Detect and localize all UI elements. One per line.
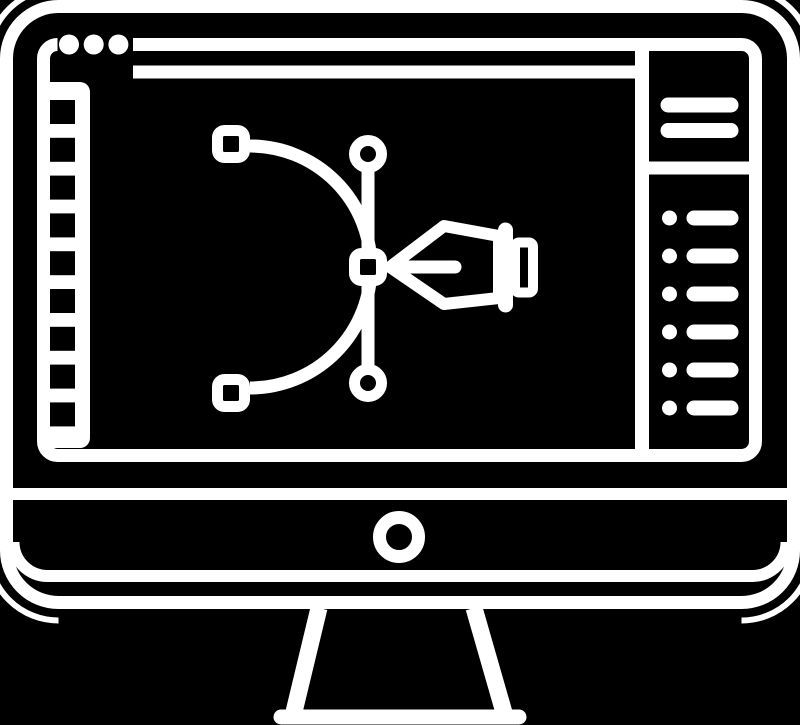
panel-menu-lines [660,97,739,138]
toolbar-slots [50,100,75,427]
corner-accent-top-left [0,0,26,26]
toolbar-slot[interactable] [50,100,75,124]
panel-list-row[interactable] [662,286,739,302]
toolbar-slot[interactable] [50,402,75,427]
chin-divider-line [7,541,793,582]
stand-right-leg [465,605,514,719]
titlebar-dot[interactable] [59,34,79,55]
list-row-bullet [662,362,677,378]
bezier-artwork [212,125,387,412]
stand-left-leg [284,606,328,718]
titlebar-dot[interactable] [108,34,129,55]
panel-list-row[interactable] [662,400,739,416]
toolbar-slot[interactable] [50,326,75,351]
toolbar-slot[interactable] [50,137,75,162]
list-row-bullet [662,286,677,302]
handle-circle-top[interactable] [349,135,387,173]
pen-tool-icon[interactable] [384,220,538,313]
toolbar-slot[interactable] [50,289,75,313]
corner-accent-bottom-right [741,583,800,624]
list-row-bullet [662,248,677,264]
toolbar-slot[interactable] [50,213,75,238]
panel-list-row[interactable] [662,248,739,264]
power-button-icon[interactable] [373,511,425,563]
handle-circle-bottom[interactable] [349,364,387,402]
panel-list-row[interactable] [662,210,739,226]
list-row-bullet [662,324,677,340]
titlebar-dots [59,34,129,55]
panel-list-row[interactable] [662,324,739,340]
toolbar-slot[interactable] [50,175,75,200]
list-row-bullet [662,210,677,226]
toolbar-slot[interactable] [50,364,75,389]
pen-barrel [510,237,538,298]
anchor-square-center[interactable] [349,248,387,286]
toolbar-slot[interactable] [50,251,75,276]
corner-accent-arcs [0,0,800,624]
app-window-border [37,38,762,462]
list-row-bullet [662,400,677,416]
monitor-stand [273,605,527,725]
anchor-square-top[interactable] [212,125,250,163]
corner-accent-top-right [774,0,800,26]
panel-list-rows [662,210,739,416]
anchor-square-bottom[interactable] [212,374,250,412]
corner-accent-bottom-left [0,583,59,624]
titlebar-dot[interactable] [83,34,104,55]
monitor-frame [0,0,800,609]
panel-list-row[interactable] [662,362,739,378]
